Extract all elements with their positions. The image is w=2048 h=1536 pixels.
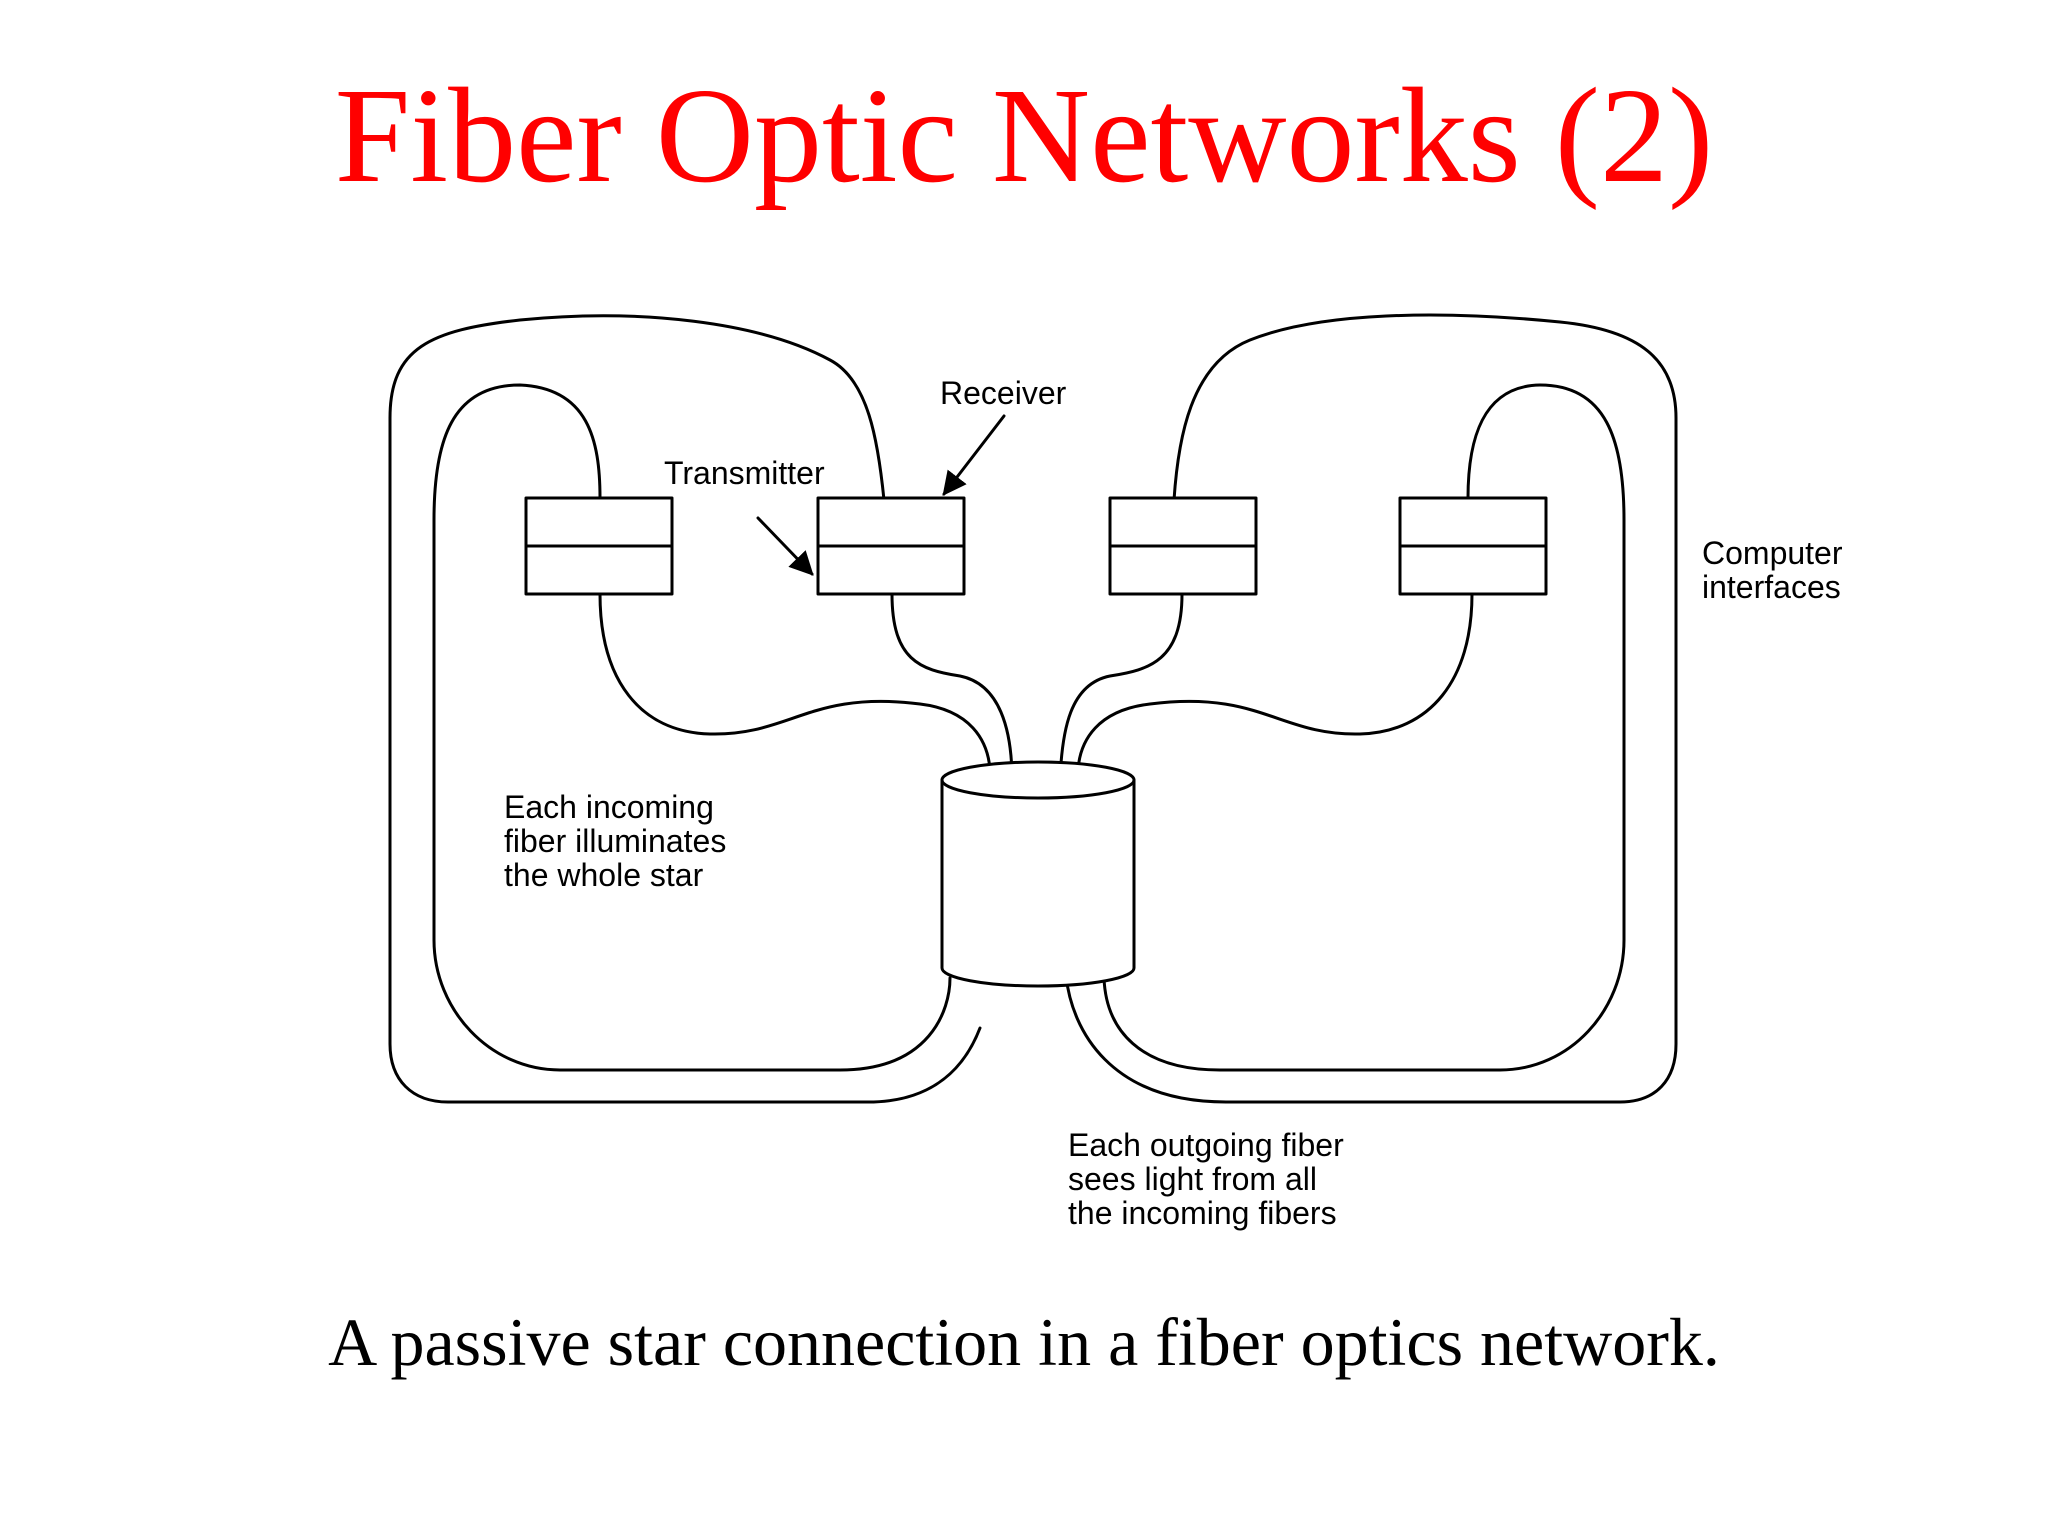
computer-interfaces-line-1: Computer — [1702, 535, 1843, 571]
right-loop-outer — [1064, 313, 1678, 1104]
slide-title: Fiber Optic Networks (2) — [334, 61, 1714, 211]
passive-star-coupler — [940, 760, 1136, 988]
computer-interfaces-label: Computer interfaces — [1702, 535, 1851, 605]
computer-interfaces-line-2: interfaces — [1702, 569, 1841, 605]
outgoing-note-line-2: sees light from all — [1068, 1161, 1317, 1197]
right-fiber-loop — [1064, 313, 1678, 1104]
outgoing-note-line-3: the incoming fibers — [1068, 1195, 1337, 1231]
outgoing-note-line-1: Each outgoing fiber — [1068, 1127, 1344, 1163]
interface-box-4 — [1398, 496, 1548, 596]
transmitter-arrow — [756, 516, 814, 576]
left-loop-outer — [388, 314, 982, 1104]
slide-caption: A passive star connection in a fiber opt… — [328, 1304, 1720, 1380]
incoming-fiber-3 — [1058, 592, 1184, 782]
incoming-note-line-1: Each incoming — [504, 789, 714, 825]
left-loop-inner — [432, 383, 952, 1072]
left-fiber-loop — [388, 314, 982, 1104]
receiver-label: Receiver — [940, 375, 1067, 411]
receiver-arrow — [942, 414, 1006, 496]
right-loop-inner — [1102, 383, 1626, 1072]
interface-box-1 — [524, 496, 674, 596]
outgoing-note: Each outgoing fiber sees light from all … — [1068, 1127, 1353, 1231]
incoming-fiber-2 — [890, 592, 1014, 782]
transmitter-label: Transmitter — [664, 455, 825, 491]
interface-box-3 — [1108, 496, 1258, 596]
incoming-note-line-2: fiber illuminates — [504, 823, 726, 859]
incoming-fibers — [598, 592, 1474, 782]
incoming-fiber-1 — [598, 592, 992, 772]
incoming-fiber-4 — [1076, 592, 1474, 772]
incoming-note: Each incoming fiber illuminates the whol… — [504, 789, 735, 893]
incoming-note-line-3: the whole star — [504, 857, 704, 893]
interface-box-2 — [816, 496, 966, 596]
